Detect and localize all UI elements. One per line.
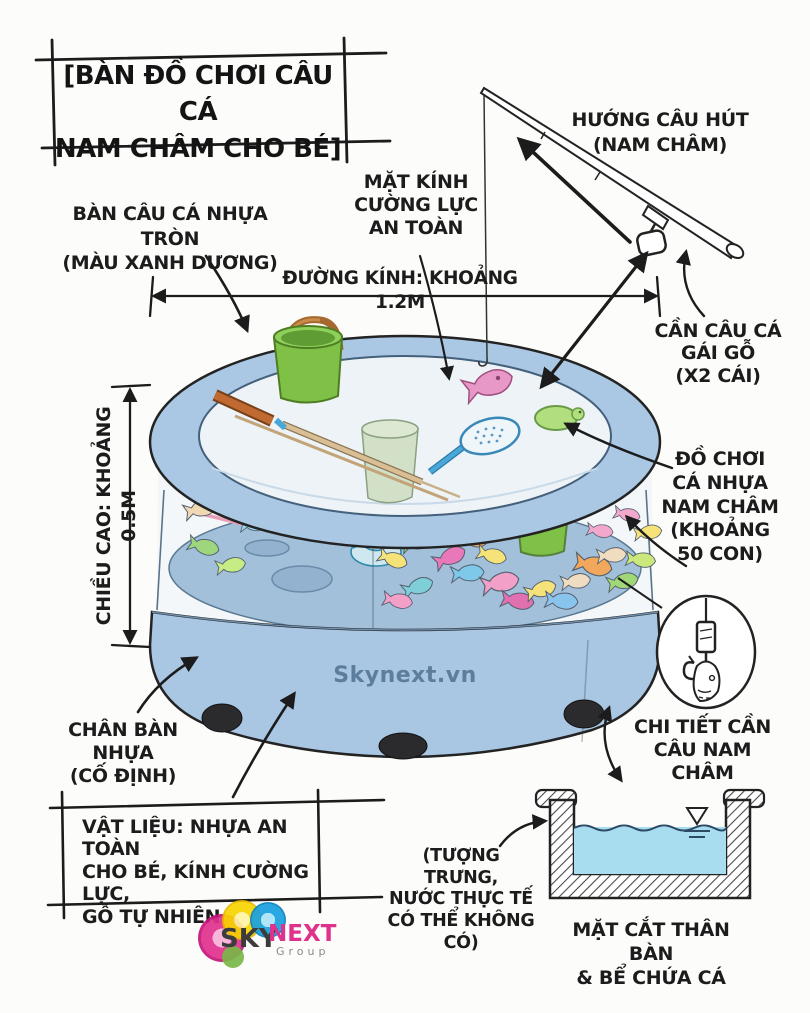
- fishing-rod-illustration: [460, 86, 745, 404]
- callout-rod: CẦN CÂU CÁ GÁI GỖ (X2 CÁI): [654, 320, 782, 387]
- table-illustration: [148, 316, 664, 760]
- tank-cross-section-illustration: [534, 788, 766, 900]
- logo-text-next: NEXT: [268, 921, 337, 947]
- material-box-frame: [46, 788, 386, 920]
- callout-cross-section: MẶT CẮT THÂN BÀN & BỂ CHỨA CÁ: [572, 919, 730, 989]
- callout-fish-toys: ĐỒ CHƠI CÁ NHỰA NAM CHÂM (KHOẢNG 50 CON): [661, 448, 779, 565]
- logo-circle-green: [222, 946, 244, 968]
- callout-table: BÀN CÂU CÁ NHỰA TRÒN (MÀU XANH DƯƠNG): [62, 203, 278, 275]
- callout-material: VẬT LIỆU: NHỰA AN TOÀN CHO BÉ, KÍNH CƯỜN…: [82, 816, 309, 928]
- table-feet: [201, 699, 605, 760]
- callout-arrows: [136, 136, 706, 848]
- callout-height: CHIỀU CAO: KHOẢNG 0.5M: [93, 406, 140, 626]
- callout-glass: MẶT KÍNH CƯỜNG LỰC AN TOÀN: [354, 171, 478, 240]
- callout-legs: CHÂN BÀN NHỰA (CỐ ĐỊNH): [68, 719, 178, 788]
- diagram-title: [BÀN ĐỒ CHƠI CÂU CÁ NAM CHÂM CHO BÉ]: [54, 61, 342, 164]
- logo-text-sky: SKY: [220, 924, 278, 954]
- title-box-frame: [34, 36, 392, 167]
- toy-rod-on-table: [212, 389, 461, 502]
- toy-net: [427, 416, 521, 475]
- callout-water-note: (TƯỢNG TRƯNG, NƯỚC THỰC TẾ CÓ THỂ KHÔNG …: [387, 846, 535, 953]
- detail-circle-illustration: [617, 577, 757, 710]
- skynext-logo: SKY NEXT Group: [192, 898, 352, 982]
- toy-bucket-top: [272, 316, 344, 404]
- callout-diameter: ĐƯỜNG KÍNH: KHOẢNG 1.2M: [282, 268, 518, 314]
- callout-hook-direction: HƯỚNG CÂU HÚT (NAM CHÂM): [571, 109, 749, 156]
- logo-circle-cyan: [250, 902, 286, 938]
- watermark: Skynext.vn: [333, 663, 477, 688]
- callout-hook-detail: CHI TIẾT CẦN CÂU NAM CHÂM: [633, 716, 772, 785]
- logo-text-group: Group: [276, 945, 330, 958]
